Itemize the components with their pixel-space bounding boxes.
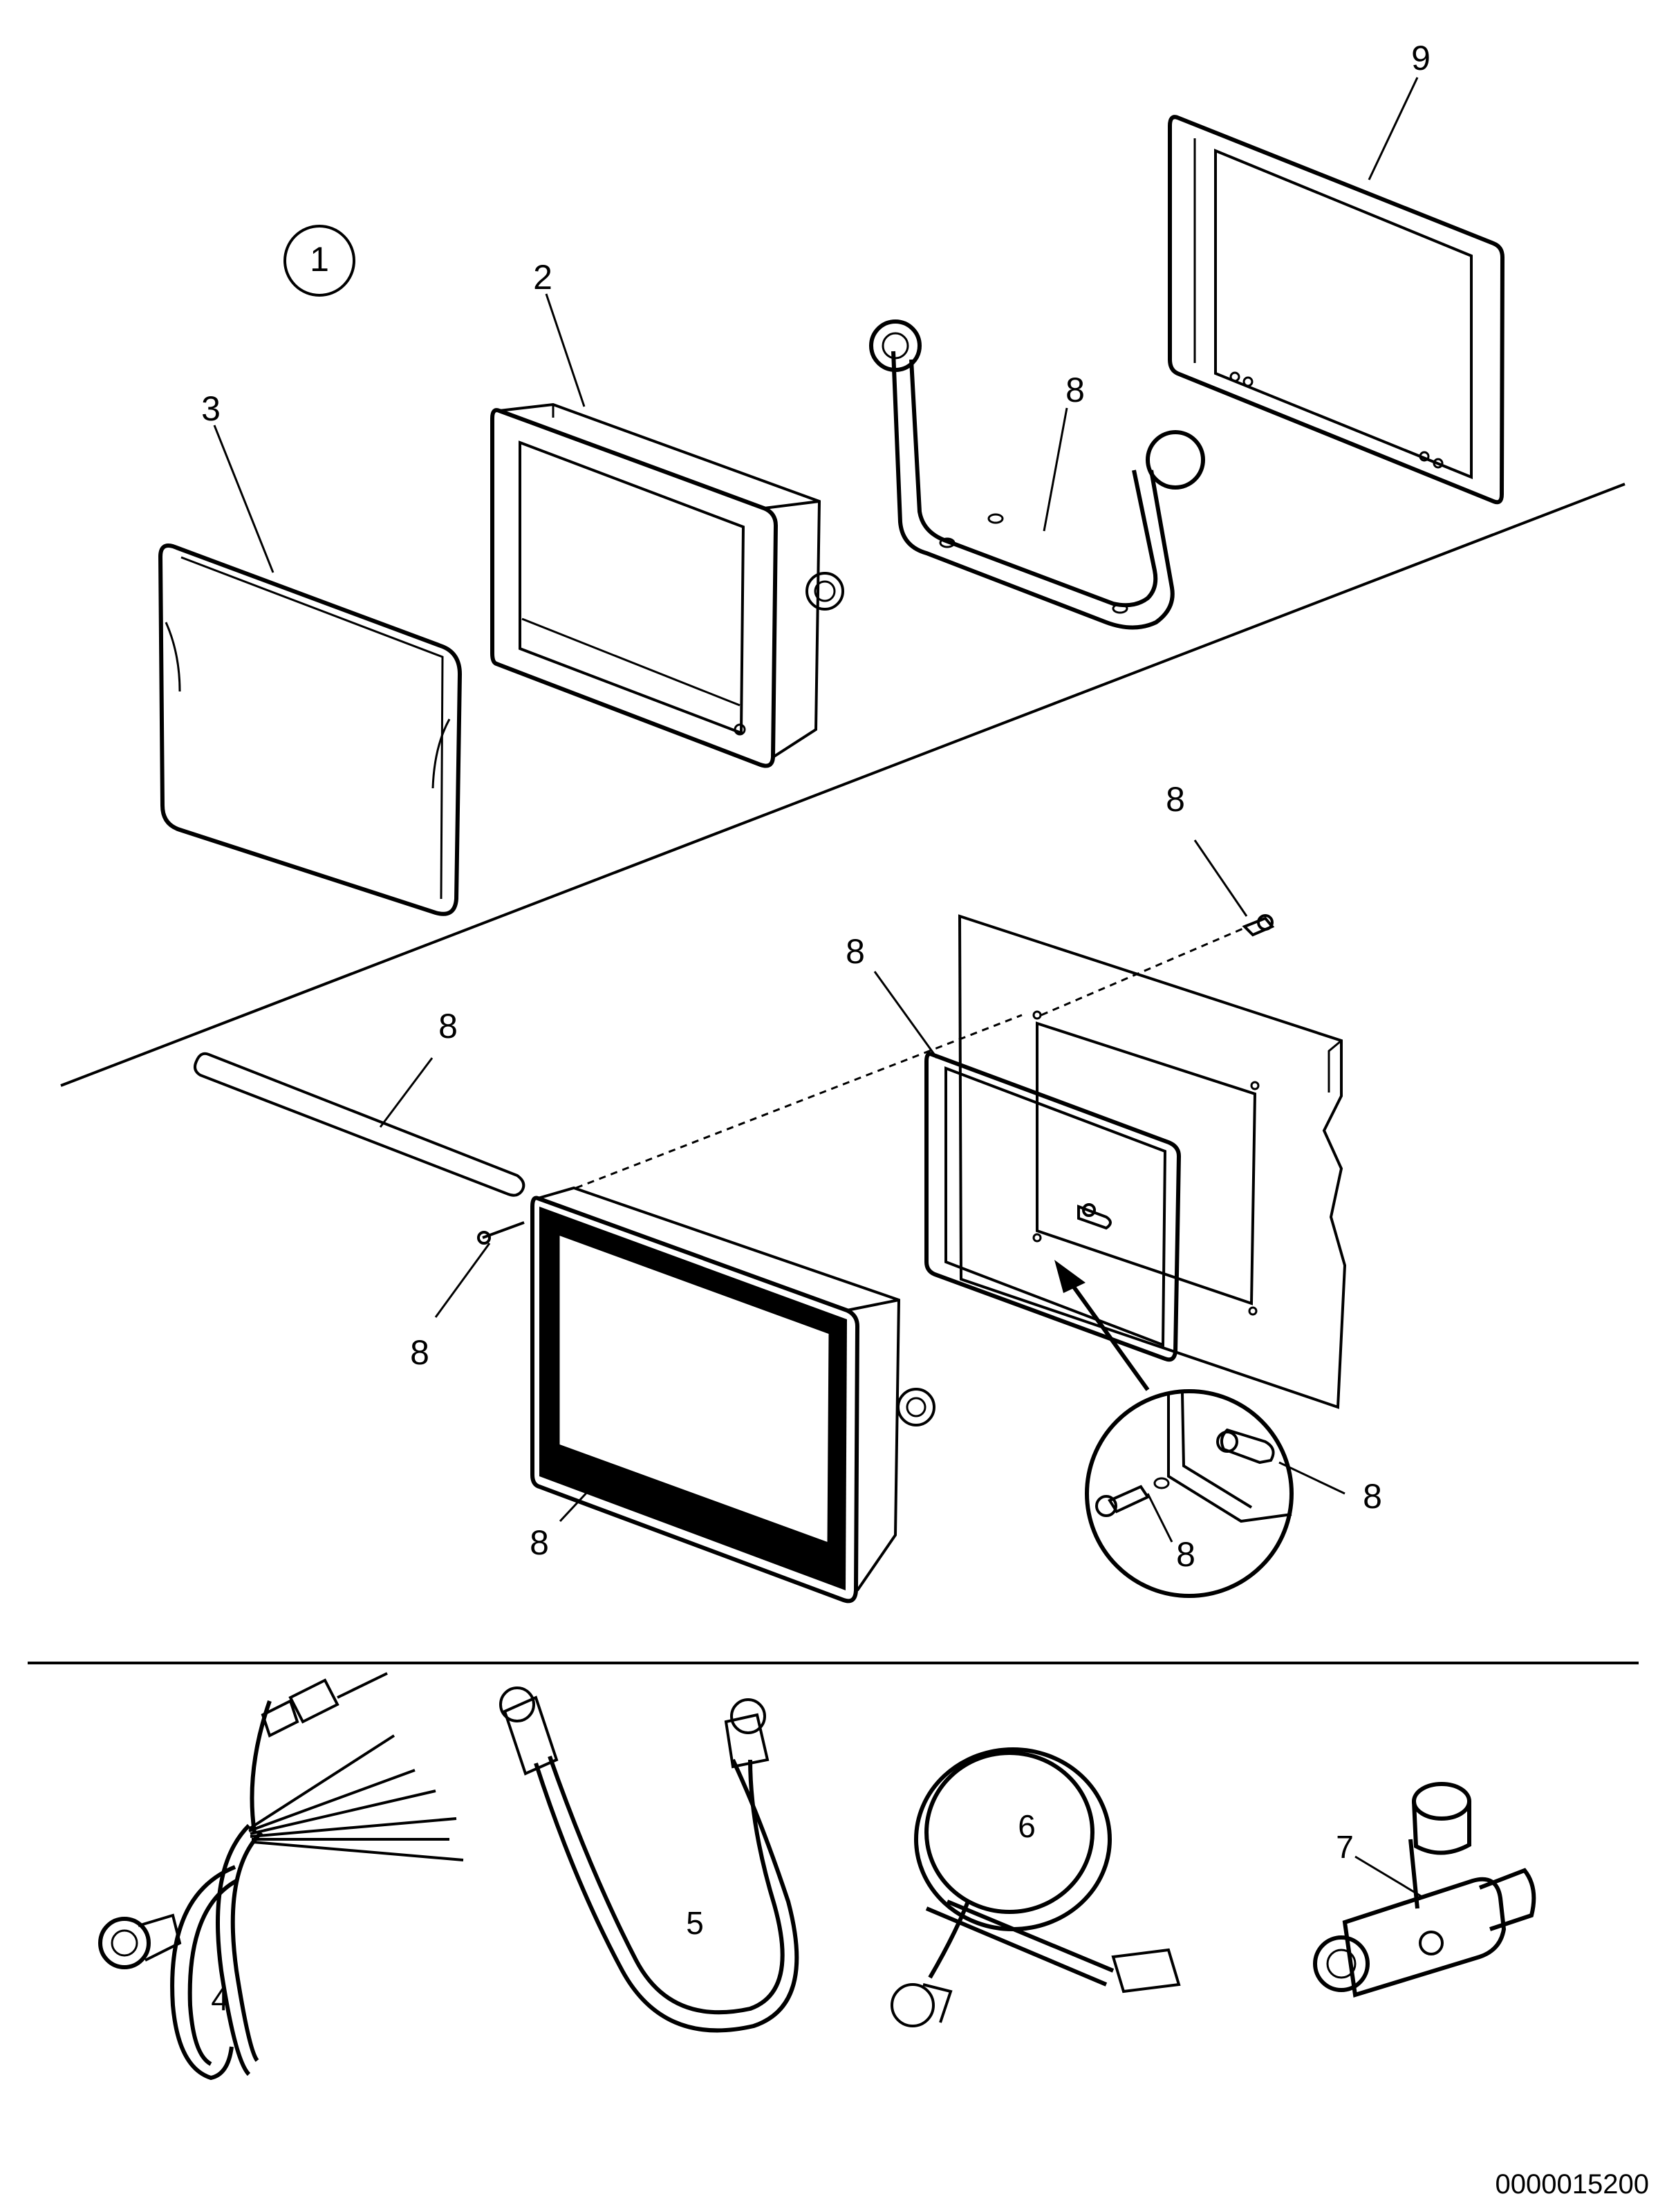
coiled-cable: [891, 1747, 1181, 2027]
leader-9: [1368, 77, 1419, 180]
wiring-harness: [98, 1672, 464, 2081]
label-sun-cover: 3: [201, 389, 221, 428]
display-bezel: [530, 1186, 935, 1604]
leader-3: [213, 425, 274, 573]
label-flush-frame: 9: [1411, 39, 1431, 77]
group-marker-circle: 1: [283, 225, 355, 297]
panel-stud: [1077, 1203, 1112, 1230]
label-cable-coiled: 6: [1018, 1808, 1036, 1844]
sun-cover: [158, 543, 463, 916]
leader-8-bracket: [1043, 407, 1068, 532]
leader-8-strip: [379, 1057, 434, 1128]
detail-arrow: [1054, 1260, 1150, 1391]
connector-cable: [499, 1686, 799, 2033]
label-gasket-frame: 8: [846, 932, 865, 971]
label-screw-left: 8: [410, 1333, 429, 1372]
label-detail-nut: 8: [1363, 1477, 1382, 1516]
leader-8-bezel: [559, 1468, 610, 1523]
group-marker-label: 1: [310, 240, 329, 279]
leader-8-gasket: [873, 971, 938, 1059]
gasket-strip: [194, 1052, 525, 1197]
label-panel-nut: 8: [1166, 780, 1185, 819]
label-t-connector: 7: [1336, 1829, 1354, 1865]
label-gasket-strip: 8: [438, 1007, 458, 1045]
display-unit: [490, 402, 844, 768]
alignment-line-1: [575, 1014, 1023, 1189]
leader-8-screw: [434, 1243, 491, 1318]
leader-8-detail-nut: [1278, 1461, 1345, 1495]
label-detail-screw: 8: [1176, 1535, 1195, 1574]
mounting-screw: [477, 1221, 525, 1245]
panel-nut: [1242, 914, 1275, 937]
gasket-frame: [924, 1052, 1182, 1362]
detail-view-circle: [1085, 1389, 1294, 1598]
label-bezel: 8: [530, 1523, 549, 1562]
label-cable-short: 5: [686, 1905, 704, 1941]
mounting-panel: [958, 914, 1347, 1409]
flush-mount-frame: [1168, 115, 1505, 505]
leader-8-detail-screw: [1146, 1493, 1173, 1543]
drawing-reference-number: 0000015200: [1496, 2169, 1649, 2200]
leader-8-nut: [1193, 839, 1248, 917]
leader-2: [545, 293, 586, 407]
t-connector: [1313, 1782, 1536, 1998]
label-mount-bracket: 8: [1065, 371, 1085, 409]
diagonal-divider: [60, 483, 1626, 1087]
label-harness: 4: [211, 1981, 229, 2017]
mounting-bracket: [869, 319, 1205, 630]
leader-7: [1354, 1855, 1425, 1899]
label-display-unit: 2: [533, 258, 552, 297]
